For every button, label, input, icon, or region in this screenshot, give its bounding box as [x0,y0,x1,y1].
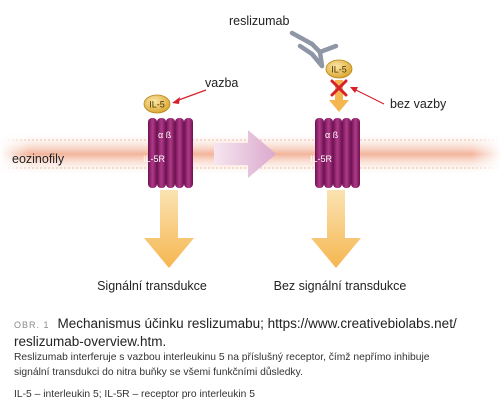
no-binding-pointer-arrow [353,88,385,105]
il5-ligand-right [325,59,353,79]
receptor-left [148,118,193,188]
transition-arrow [214,130,276,178]
receptor-label-right: IL-5R [310,154,333,164]
binding-pointer-head [172,97,180,104]
il5-ligand-left [143,94,171,114]
antibody-icon [289,30,339,69]
block-x-icon [330,79,348,97]
receptor-label-left: IL-5R [143,154,166,164]
alpha-beta-label-right: α ß [325,130,339,140]
caption-body-line2: signální transdukci do nitra buňky se vš… [14,367,303,378]
mechanism-diagram: IL-5 α ß IL-5R α ß IL-5R vazba reslizuma… [0,14,501,293]
signal-label-right: Bez signální transdukce [274,279,407,293]
signal-arrow-right [311,190,361,268]
il5-label-left: IL-5 [149,100,165,110]
signal-arrow-left [144,190,194,268]
caption-title: OBR. 1 Mechanismus účinku reslizumabu; ht… [14,316,494,331]
caption-body-line1: Reslizumab interferuje s vazbou interleu… [14,352,430,363]
caption-title-line2: reslizumab-overview.htm. [14,334,167,349]
no-binding-label: bez vazby [390,97,447,111]
caption-title-line1: Mechanismus účinku reslizumabu; https://… [57,316,457,331]
receptor-right [315,118,360,188]
signal-label-left: Signální transdukce [97,279,207,293]
binding-pointer-arrow [175,89,207,102]
binding-label: vazba [205,76,238,90]
il5-label-right: IL-5 [331,65,347,75]
figure-label: OBR. 1 [14,320,50,330]
caption-abbreviations: IL-5 – interleukin 5; IL-5R – receptor p… [14,389,255,400]
alpha-beta-label-left: α ß [158,130,172,140]
blocked-down-arrow [329,80,349,112]
cell-label: eozinofily [12,152,65,166]
reslizumab-label: reslizumab [229,14,289,28]
no-binding-pointer-head [350,87,358,93]
